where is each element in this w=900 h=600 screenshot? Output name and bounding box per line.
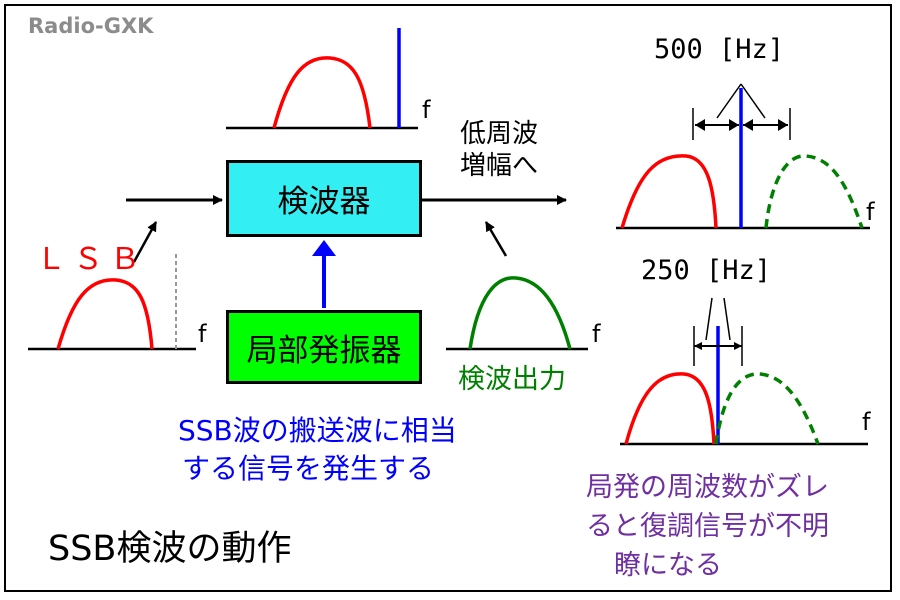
offset-250hz-label: 250 [Hz]: [641, 255, 772, 286]
top-spectrum: [226, 28, 418, 130]
detector-block: 検波器: [226, 160, 422, 237]
lsb-pointer-arrow: [132, 221, 158, 263]
diagram-frame: [4, 4, 892, 592]
left-freq-label: f: [198, 320, 207, 348]
carrier-note-line1: SSB波の搬送波に相当: [178, 414, 457, 447]
oscillator-to-detector-arrow: [312, 240, 336, 308]
output-pointer-arrow: [484, 221, 508, 257]
drift-note: 局発の周波数がズレ ると復調信号が不明 瞭になる: [586, 468, 886, 585]
low-freq-amp-line1: 低周波: [460, 119, 539, 149]
spectrum-500hz-freq-label: f: [866, 198, 875, 226]
spectrum-500hz-lsb: [620, 154, 718, 229]
local-oscillator-label: 局部発振器: [246, 332, 402, 369]
detector-output-label: 検波出力: [458, 364, 566, 395]
diagram-title: SSB検波の動作: [48, 529, 292, 569]
drift-note-line3: 瞭になる: [614, 550, 722, 581]
output-spectrum: [446, 276, 588, 351]
output-freq-label: f: [592, 320, 601, 348]
left-spectrum: [28, 254, 196, 351]
spectrum-250hz: [620, 297, 868, 446]
output-curve: [468, 276, 572, 350]
spectrum-250hz-lsb: [624, 372, 716, 445]
local-oscillator-block: 局部発振器: [226, 310, 422, 384]
spectrum-250hz-freq-label: f: [862, 408, 871, 436]
spectrum-250hz-shifted: [714, 372, 820, 445]
left-lsb-curve: [56, 278, 154, 350]
spectrum-500hz-shifted: [764, 154, 864, 229]
low-freq-amp-label: 低周波 増幅へ: [460, 118, 570, 182]
carrier-note: SSB波の搬送波に相当 する信号を発生する: [178, 412, 478, 488]
low-freq-amp-line2: 増幅へ: [460, 151, 539, 181]
top-freq-label: f: [422, 96, 431, 124]
spectrum-500hz: [616, 83, 870, 230]
top-lsb-curve: [272, 56, 372, 129]
drift-note-line2: ると復調信号が不明: [586, 511, 829, 542]
drift-note-line1: 局発の周波数がズレ: [586, 472, 829, 503]
lsb-label: ＬＳＢ: [36, 242, 147, 277]
carrier-note-line2: する信号を発生する: [182, 452, 435, 485]
detector-label: 検波器: [277, 184, 371, 220]
watermark: Radio-GXK: [28, 14, 154, 38]
offset-500hz-label: 500 [Hz]: [654, 34, 785, 65]
